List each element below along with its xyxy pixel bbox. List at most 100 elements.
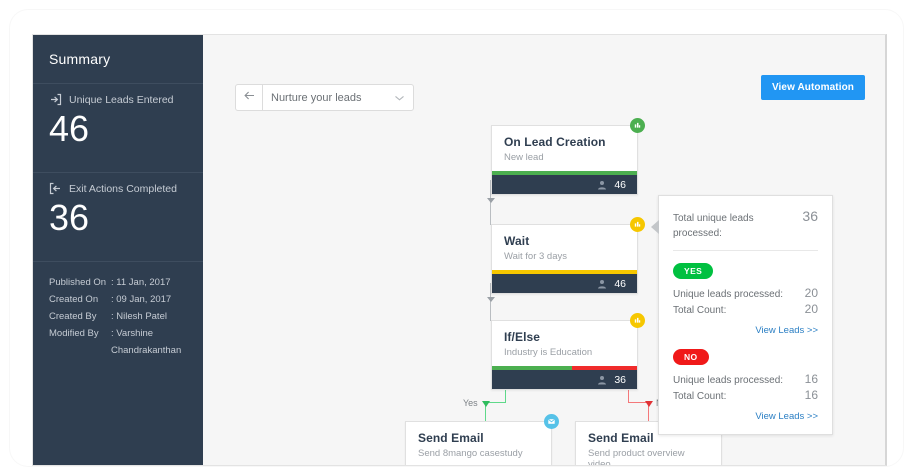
arrow-left-icon bbox=[243, 89, 256, 107]
flow-node-wait[interactable]: Wait Wait for 3 days 46 bbox=[491, 217, 645, 294]
info-label: Total unique leads processed: bbox=[673, 213, 754, 239]
metric-header: Exit Actions Completed bbox=[49, 182, 203, 195]
connector-yes-h bbox=[485, 402, 506, 403]
exit-arrow-icon bbox=[49, 182, 62, 195]
connector-arrow-icon bbox=[486, 198, 495, 203]
node-footer: 46 bbox=[492, 175, 637, 194]
node-status-segment-yes bbox=[492, 366, 572, 370]
node-body: Send Email Send 8mango casestudy bbox=[406, 422, 551, 465]
node-subtitle: New lead bbox=[504, 152, 544, 163]
info-row-unique-processed: Unique leads processed: 16 bbox=[673, 372, 818, 388]
info-group-spacer bbox=[673, 336, 818, 347]
flow-node-if-else[interactable]: If/Else Industry is Education 36 bbox=[491, 313, 645, 390]
meta-row-created-on: Created On : 09 Jan, 2017 bbox=[49, 291, 189, 308]
node-body: On Lead Creation New lead bbox=[492, 126, 637, 171]
info-value: 16 bbox=[804, 372, 818, 386]
node-title: Wait bbox=[504, 234, 530, 248]
trigger-icon bbox=[630, 118, 645, 133]
meta-row-published-on: Published On : 11 Jan, 2017 bbox=[49, 274, 189, 291]
flow-select[interactable]: Nurture your leads bbox=[262, 84, 414, 111]
app-window-inner: Summary Unique Leads Entered 46 bbox=[32, 34, 887, 466]
status-badge-yes: YES bbox=[673, 263, 714, 279]
node-subtitle: Send 8mango casestudy bbox=[418, 448, 523, 459]
status-badge-no: NO bbox=[673, 349, 709, 365]
connector-no-v2 bbox=[648, 402, 649, 422]
enter-arrow-icon bbox=[49, 93, 62, 106]
node-title: Send Email bbox=[588, 431, 654, 445]
connector-yes-v2 bbox=[485, 402, 486, 422]
meta-row-created-by: Created By : Nilesh Patel bbox=[49, 308, 189, 325]
connector-arrow-icon bbox=[481, 401, 490, 407]
meta-value: : 11 Jan, 2017 bbox=[111, 277, 171, 288]
condition-icon bbox=[630, 313, 645, 328]
meta-value: : Varshine Chandrakanthan bbox=[111, 328, 182, 356]
metric-header: Unique Leads Entered bbox=[49, 93, 203, 106]
person-icon bbox=[597, 180, 607, 190]
node-subtitle: Wait for 3 days bbox=[504, 251, 568, 262]
view-leads-link-no[interactable]: View Leads >> bbox=[755, 411, 818, 422]
info-label: Total Count: bbox=[673, 391, 727, 402]
summary-sidebar: Summary Unique Leads Entered 46 bbox=[33, 35, 203, 465]
flow-metadata: Published On : 11 Jan, 2017 Created On :… bbox=[33, 262, 203, 359]
info-group-no: NO Unique leads processed: 16 Total Coun… bbox=[673, 347, 818, 422]
node-title: Send Email bbox=[418, 431, 484, 445]
sidebar-divider bbox=[33, 83, 203, 84]
node-title: On Lead Creation bbox=[504, 135, 606, 149]
metric-exit-actions-completed: Exit Actions Completed 36 bbox=[33, 173, 203, 245]
flow-select-label: Nurture your leads bbox=[271, 91, 362, 104]
view-automation-button[interactable]: View Automation bbox=[760, 75, 865, 100]
info-row-total-count: Total Count: 16 bbox=[673, 388, 818, 404]
connector-wait-to-ifelse bbox=[490, 283, 491, 321]
meta-label: Created By bbox=[49, 311, 97, 322]
sidebar-divider bbox=[33, 172, 203, 173]
meta-label: Created On bbox=[49, 294, 99, 305]
metric-value: 46 bbox=[49, 108, 90, 149]
flow-node-on-lead-creation[interactable]: On Lead Creation New lead 46 bbox=[491, 118, 645, 195]
node-status-bar bbox=[492, 366, 637, 370]
view-leads-link-yes[interactable]: View Leads >> bbox=[755, 325, 818, 336]
leads-info-popover: Total unique leads processed: 36 YES Uni… bbox=[651, 195, 833, 435]
email-icon bbox=[544, 414, 559, 429]
info-value: 16 bbox=[804, 388, 818, 402]
sidebar-title: Summary bbox=[49, 51, 111, 67]
app-window: Summary Unique Leads Entered 46 bbox=[10, 10, 903, 466]
person-icon bbox=[597, 375, 607, 385]
info-value: 20 bbox=[804, 286, 818, 300]
branch-label-yes: Yes bbox=[463, 398, 478, 408]
info-value: 20 bbox=[804, 302, 818, 316]
node-body: If/Else Industry is Education bbox=[492, 321, 637, 366]
node-footer: 36 bbox=[492, 370, 637, 389]
flow-canvas: Nurture your leads View Automation Yes bbox=[203, 35, 885, 465]
node-footer: 46 bbox=[492, 274, 637, 293]
connector-arrow-icon bbox=[486, 297, 495, 302]
info-label: Unique leads processed: bbox=[673, 375, 784, 386]
node-status-segment bbox=[492, 171, 637, 175]
info-divider bbox=[673, 250, 818, 251]
info-label: Total Count: bbox=[673, 305, 727, 316]
info-row-total-count: Total Count: 20 bbox=[673, 302, 818, 318]
node-count: 46 bbox=[614, 178, 626, 191]
node-body: Send Email Send product overview video bbox=[576, 422, 721, 465]
info-label: Unique leads processed: bbox=[673, 289, 784, 300]
flow-node-send-email-yes[interactable]: Send Email Send 8mango casestudy 20 bbox=[405, 414, 559, 465]
connector-arrow-icon bbox=[644, 401, 653, 407]
node-body: Wait Wait for 3 days bbox=[492, 225, 637, 270]
metric-unique-leads-entered: Unique Leads Entered 46 bbox=[33, 84, 203, 156]
meta-label: Modified By bbox=[49, 328, 99, 339]
node-status-segment bbox=[492, 270, 637, 274]
chevron-down-icon bbox=[394, 89, 405, 107]
person-icon bbox=[597, 279, 607, 289]
connector-no-h bbox=[628, 402, 649, 403]
node-count: 36 bbox=[614, 373, 626, 386]
node-status-bar bbox=[492, 171, 637, 175]
node-status-bar bbox=[492, 270, 637, 274]
node-status-segment-no bbox=[571, 366, 637, 370]
sidebar-divider bbox=[33, 261, 203, 262]
back-button[interactable] bbox=[235, 84, 263, 111]
node-title: If/Else bbox=[504, 330, 541, 344]
meta-label: Published On bbox=[49, 277, 107, 288]
metric-value: 36 bbox=[49, 197, 90, 238]
meta-row-modified-by: Modified By : Varshine Chandrakanthan bbox=[49, 325, 189, 359]
info-row-unique-processed: Unique leads processed: 20 bbox=[673, 286, 818, 302]
metric-label: Exit Actions Completed bbox=[69, 182, 177, 195]
